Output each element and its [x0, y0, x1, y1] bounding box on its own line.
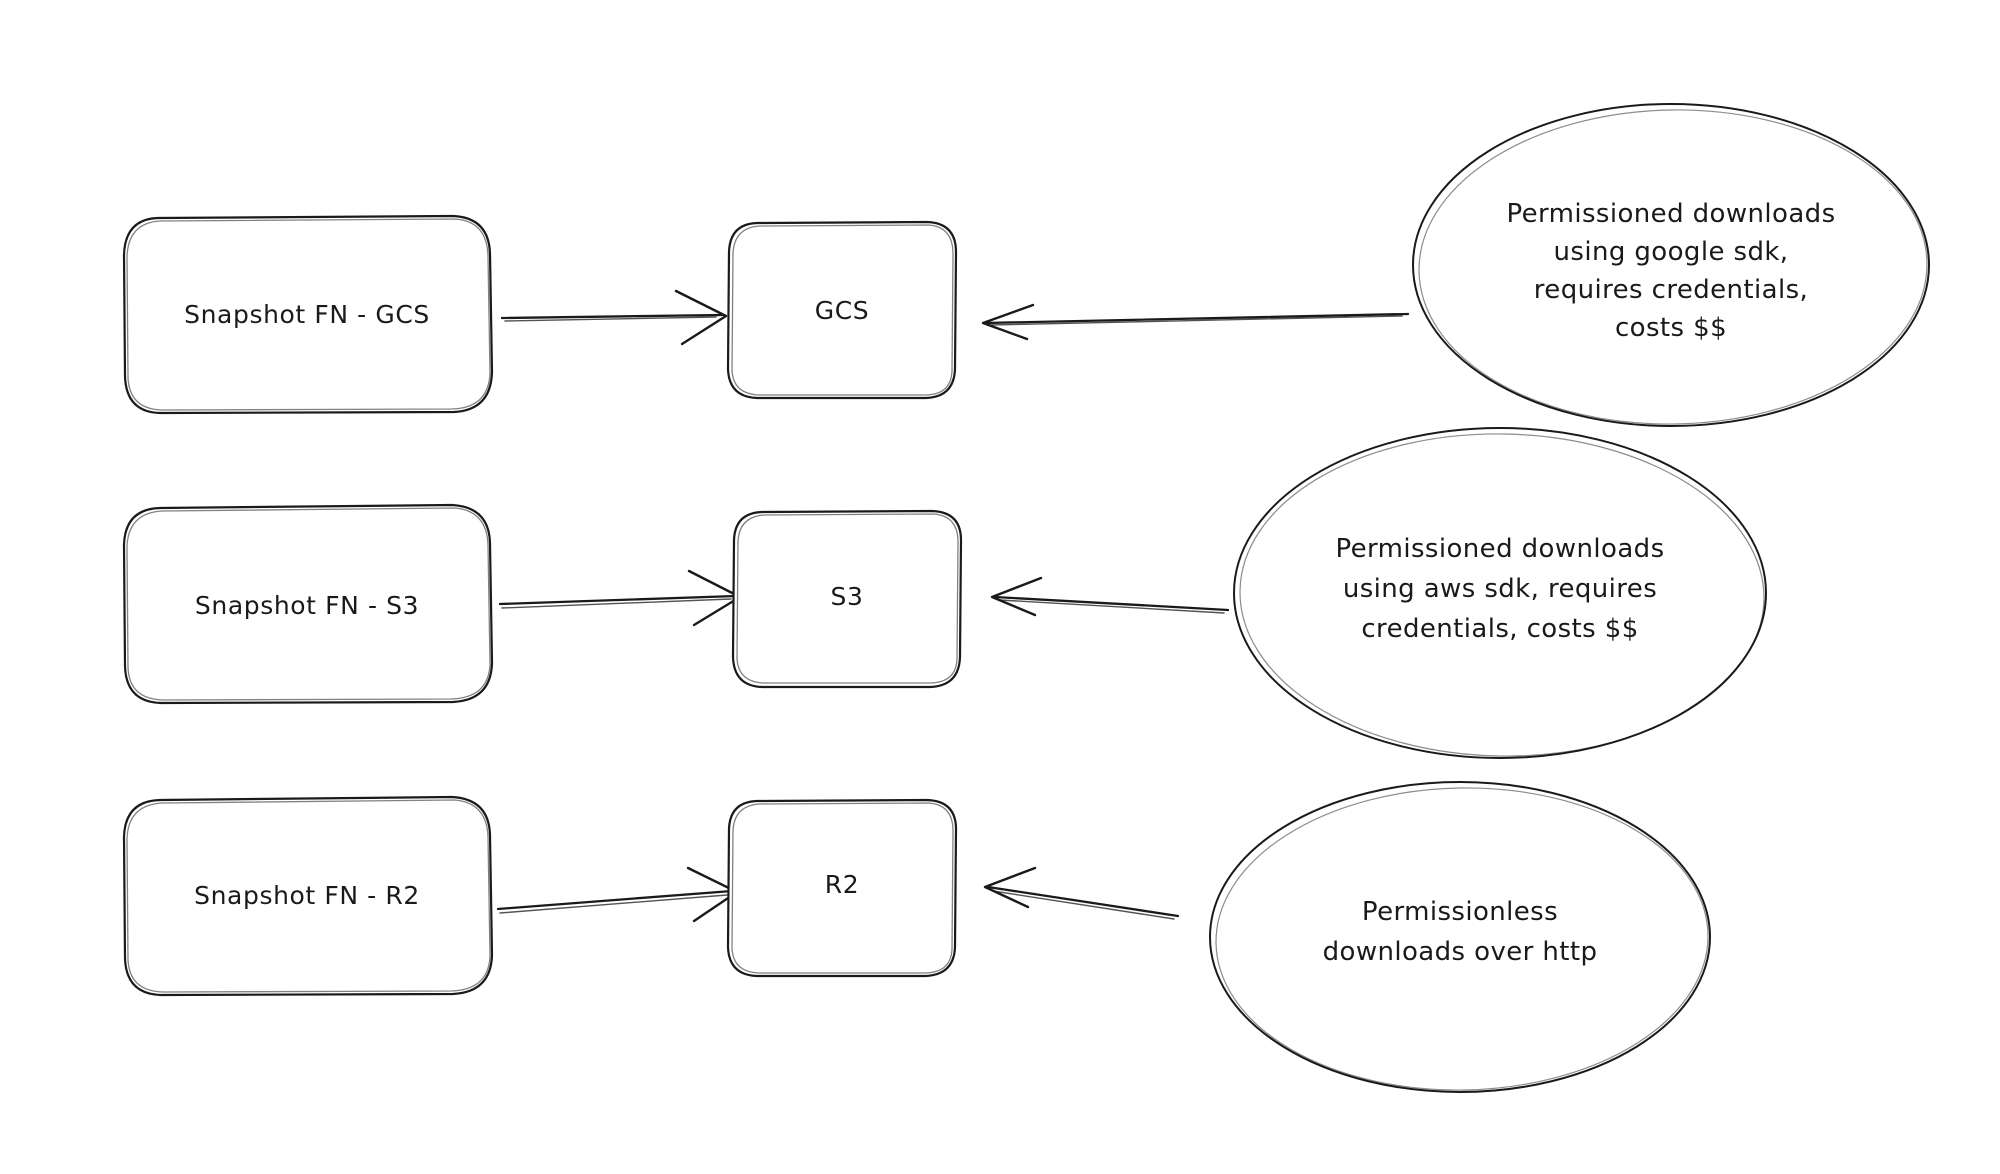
node-label-r2: R2 — [825, 870, 859, 899]
edge-note-s3-to-s3 — [990, 576, 1230, 617]
node-s3[interactable]: S3 — [731, 509, 963, 689]
node-r2[interactable]: R2 — [726, 798, 958, 978]
node-label-snapshot-fn-gcs: Snapshot FN - GCS — [184, 300, 430, 329]
edge-note-gcs-to-gcs — [981, 303, 1410, 341]
row-s3: Snapshot FN - S3 S3 — [122, 427, 1767, 761]
note-gcs-line-3: requires credentials, — [1534, 275, 1808, 305]
edge-note-r2-to-r2 — [983, 866, 1180, 920]
note-gcs[interactable]: Permissioned downloads using google sdk,… — [1412, 103, 1930, 428]
edge-snapshot-fn-r2-to-r2 — [496, 866, 739, 923]
node-label-snapshot-fn-r2: Snapshot FN - R2 — [194, 881, 420, 910]
edge-snapshot-fn-gcs-to-gcs — [500, 289, 728, 346]
node-label-gcs: GCS — [815, 296, 870, 325]
note-r2-line-1: Permissionless — [1362, 897, 1558, 927]
note-s3-line-3: credentials, costs $$ — [1361, 614, 1638, 644]
note-gcs-line-1: Permissioned downloads — [1506, 199, 1835, 229]
node-gcs[interactable]: GCS — [726, 220, 958, 400]
node-snapshot-fn-gcs[interactable]: Snapshot FN - GCS — [122, 214, 494, 415]
row-gcs: Snapshot FN - GCS GCS — [122, 103, 1930, 428]
node-snapshot-fn-r2[interactable]: Snapshot FN - R2 — [122, 795, 494, 997]
note-s3[interactable]: Permissioned downloads using aws sdk, re… — [1233, 427, 1767, 761]
node-label-snapshot-fn-s3: Snapshot FN - S3 — [195, 591, 419, 620]
note-gcs-line-4: costs $$ — [1615, 313, 1727, 343]
node-label-s3: S3 — [831, 582, 864, 611]
node-snapshot-fn-s3[interactable]: Snapshot FN - S3 — [122, 503, 494, 705]
note-gcs-line-2: using google sdk, — [1554, 237, 1789, 267]
note-r2-line-2: downloads over http — [1323, 937, 1598, 967]
note-s3-line-2: using aws sdk, requires — [1343, 574, 1657, 604]
note-s3-line-1: Permissioned downloads — [1335, 534, 1664, 564]
row-r2: Snapshot FN - R2 R2 — [122, 781, 1711, 1094]
note-r2[interactable]: Permissionless downloads over http — [1209, 781, 1711, 1094]
edge-snapshot-fn-s3-to-s3 — [498, 569, 742, 627]
